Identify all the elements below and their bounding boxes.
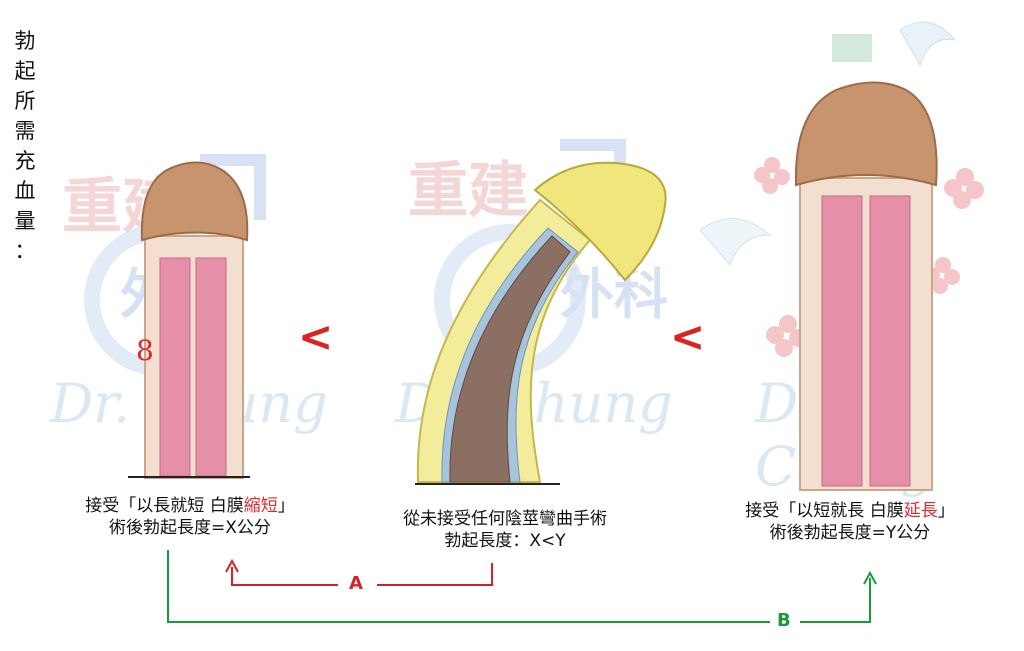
scale-mark: 8	[136, 334, 154, 367]
arrow-b-line	[800, 578, 871, 623]
side-label-char: 勃	[14, 29, 36, 53]
side-label-char: 需	[14, 119, 36, 143]
glans	[140, 161, 249, 242]
penis-left-illustration	[128, 161, 250, 479]
arrow-a-label: A	[349, 573, 363, 594]
corpus-right	[869, 195, 911, 487]
arrow-a-head	[225, 558, 239, 573]
side-label-char: 充	[14, 149, 36, 173]
hat-icon	[832, 34, 872, 62]
caption-middle-line1: 從未接受任何陰莖彎曲手術	[403, 509, 607, 529]
penis-middle-illustration	[415, 161, 667, 485]
shaft-outer	[799, 177, 933, 491]
side-label-char: 量	[14, 209, 36, 233]
corpus	[449, 235, 571, 483]
caption-right-suffix: 」	[937, 501, 955, 521]
flower-icon	[754, 157, 790, 194]
arrow-b-line	[167, 550, 770, 623]
penis-right-illustration	[794, 81, 938, 491]
caption-middle: 從未接受任何陰莖彎曲手術 勃起長度：X<Y	[360, 508, 650, 552]
less-than-left: <	[298, 312, 334, 361]
caption-left-line2: 術後勃起長度=X公分	[109, 518, 271, 538]
dove-icon	[699, 218, 772, 266]
corpus-right	[195, 257, 227, 477]
caption-left-suffix: 」	[277, 496, 295, 516]
caption-left: 接受「以長就短 白膜縮短」 術後勃起長度=X公分	[30, 495, 350, 539]
watermark-arrow-icon	[200, 154, 266, 220]
caption-left-line1: 接受「以長就短 白膜縮短」	[30, 495, 350, 517]
caption-right-line2: 術後勃起長度=Y公分	[769, 523, 931, 543]
caption-left-prefix: 接受「以長就短 白膜	[85, 496, 244, 516]
caption-right-line1: 接受「以短就長 白膜延長」	[700, 500, 1000, 522]
side-label: 勃 起 所 需 充 血 量 ：	[10, 26, 40, 266]
side-label-char: ：	[14, 239, 36, 263]
caption-right-prefix: 接受「以短就長 白膜	[745, 501, 904, 521]
corpus-left	[821, 195, 863, 487]
caption-left-highlight: 縮短	[243, 496, 278, 516]
less-than-right: <	[670, 312, 706, 361]
side-label-char: 起	[14, 59, 36, 83]
caption-right-highlight: 延長	[903, 501, 938, 521]
side-label-char: 血	[14, 179, 36, 203]
dove-icon	[899, 21, 957, 67]
glans	[794, 81, 938, 187]
watermark-clinic-top: 重建	[408, 156, 528, 226]
arrow-b-head	[863, 570, 877, 585]
caption-right: 接受「以短就長 白膜延長」 術後勃起長度=Y公分	[700, 500, 1000, 544]
side-label-char: 所	[14, 89, 36, 113]
glans	[533, 161, 667, 282]
arrow-a-line	[377, 563, 493, 586]
corpus-left	[159, 257, 191, 477]
flower-icon	[944, 168, 984, 209]
caption-middle-line2: 勃起長度：X<Y	[444, 531, 566, 551]
arrow-a-line	[231, 567, 338, 586]
arrow-b-label: B	[777, 610, 791, 631]
